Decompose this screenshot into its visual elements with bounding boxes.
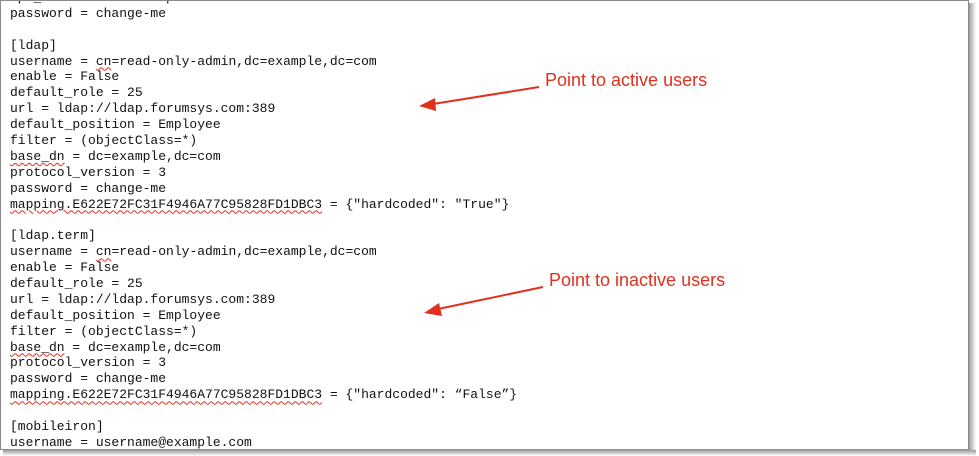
code-text: default_role = 25	[10, 85, 143, 101]
code-line: mapping.E622E72FC31F4946A77C95828FD1DBC3…	[10, 387, 517, 403]
code-line: api_token = YOUR Jasper API TOKEN	[10, 1, 517, 6]
code-text: = dc=example,dc=com	[64, 148, 221, 164]
spellcheck-flagged-text: mapping.E622E72FC31F4946A77C95828FD1DBC3	[10, 387, 323, 403]
annotation-inactive-users: Point to inactive users	[549, 270, 726, 290]
code-text: url = ldap://ldap.forumsys.com:389	[10, 101, 276, 117]
code-text: default_position = Employee	[10, 117, 221, 133]
code-line: password = change-me	[10, 181, 517, 197]
code-text: = {"hardcoded": “False”}	[322, 387, 518, 403]
code-text: protocol_version = 3	[10, 164, 167, 180]
code-text: =read-only-admin,dc=example,dc=com	[111, 53, 377, 69]
code-text: [ldap.term]	[10, 228, 96, 244]
code-text: filter = (objectClass=*)	[10, 133, 198, 149]
code-line: mapping.E622E72FC31F4946A77C95828FD1DBC3…	[10, 197, 517, 213]
code-line: protocol_version = 3	[10, 165, 517, 181]
code-line: enable = False	[10, 69, 517, 85]
code-line	[10, 212, 517, 228]
frame-shadow-right	[969, 3, 976, 453]
code-text: username = username@example.com	[10, 434, 252, 450]
code-line: default_position = Employee	[10, 117, 517, 133]
code-text: url = ldap://ldap.forumsys.com:389	[10, 291, 276, 307]
code-line: url = ldap://ldap.forumsys.com:389	[10, 292, 517, 308]
code-line: [ldap]	[10, 38, 517, 54]
code-line: url = ldap://ldap.forumsys.com:389	[10, 101, 517, 117]
code-line: base_dn = dc=example,dc=com	[10, 340, 517, 356]
spellcheck-flagged-text: cn	[95, 244, 112, 260]
code-text: =read-only-admin,dc=example,dc=com	[111, 244, 377, 260]
code-text: = {"hardcoded": "True"}	[322, 196, 510, 212]
frame-shadow-bottom	[3, 450, 976, 456]
code-line: enable = False	[10, 260, 517, 276]
spellcheck-flagged-text: mapping.E622E72FC31F4946A77C95828FD1DBC3	[10, 196, 323, 212]
code-line: base_dn = dc=example,dc=com	[10, 149, 517, 165]
code-line: [ldap.term]	[10, 228, 517, 244]
code-line: password = change-me	[10, 371, 517, 387]
code-text: username =	[10, 244, 96, 260]
code-text: default_position = Employee	[10, 307, 221, 323]
spellcheck-flagged-text: base_dn	[10, 148, 65, 164]
code-text: protocol_version = 3	[10, 355, 167, 371]
code-line: default_role = 25	[10, 85, 517, 101]
annotation-active-users: Point to active users	[545, 70, 708, 90]
code-line: default_role = 25	[10, 276, 517, 292]
code-text: password = change-me	[10, 371, 167, 387]
code-line: default_position = Employee	[10, 308, 517, 324]
code-line: protocol_version = 3	[10, 355, 517, 371]
code-text: filter = (objectClass=*)	[10, 323, 198, 339]
code-line: filter = (objectClass=*)	[10, 324, 517, 340]
code-line: filter = (objectClass=*)	[10, 133, 517, 149]
code-text: [ldap]	[10, 37, 57, 53]
spellcheck-flagged-text: cn	[95, 53, 112, 69]
code-text: password = change-me	[10, 180, 167, 196]
code-line: password = change-me	[10, 6, 517, 22]
code-text: enable = False	[10, 69, 120, 85]
spellcheck-flagged-text: base_dn	[10, 339, 65, 355]
code-line: [mobileiron]	[10, 419, 517, 435]
code-text: = dc=example,dc=com	[64, 339, 221, 355]
config-text: api_token = YOUR Jasper API TOKENpasswor…	[10, 1, 517, 450]
code-text: enable = False	[10, 260, 120, 276]
code-line: username = cn=read-only-admin,dc=example…	[10, 244, 517, 260]
code-line: username = cn=read-only-admin,dc=example…	[10, 54, 517, 70]
code-line	[10, 403, 517, 419]
code-text: [mobileiron]	[10, 419, 104, 435]
code-line	[10, 22, 517, 38]
code-text: api_token = YOUR Jasper API TOKEN	[10, 1, 267, 5]
code-text: password = change-me	[10, 5, 167, 21]
screenshot-frame: api_token = YOUR Jasper API TOKENpasswor…	[0, 0, 969, 450]
code-line: username = username@example.com	[10, 434, 517, 450]
code-text: default_role = 25	[10, 276, 143, 292]
code-text: username =	[10, 53, 96, 69]
